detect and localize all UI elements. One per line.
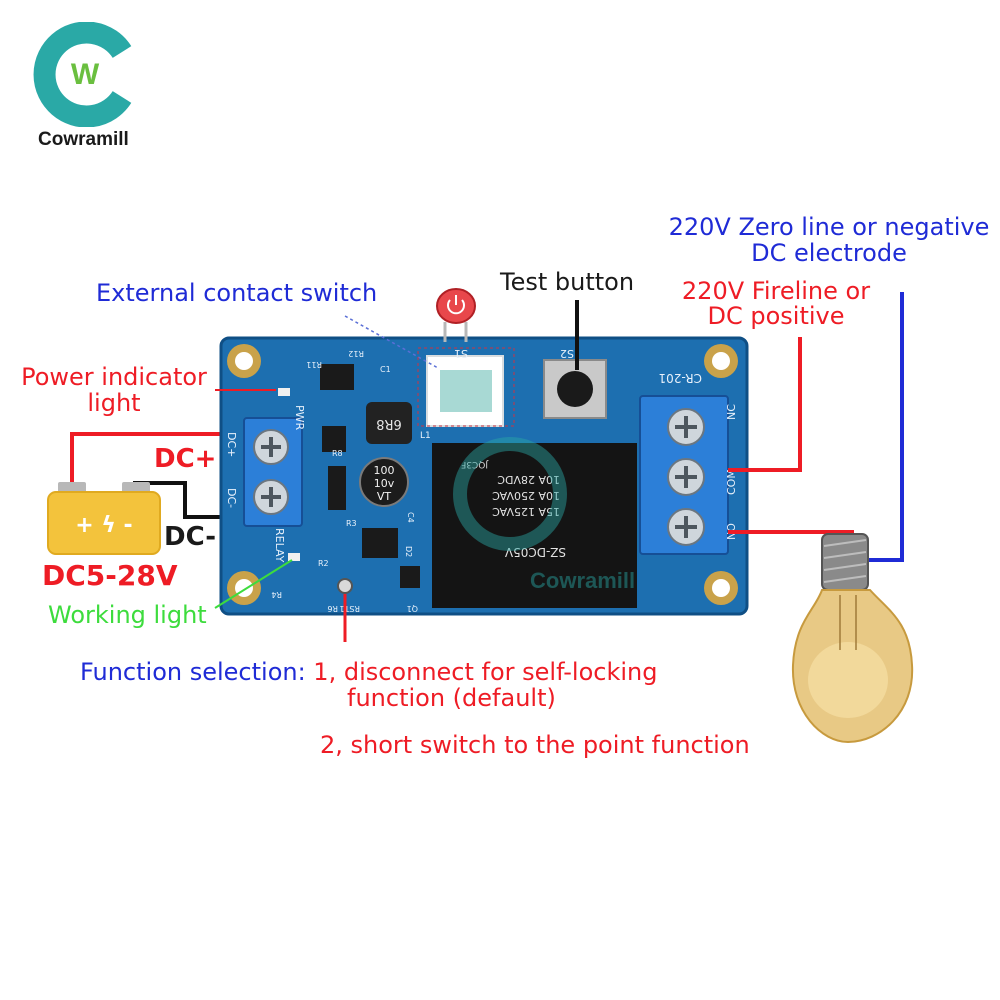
zero-line-wire [860,292,904,562]
function-selection-prefix: Function selection: [80,658,306,686]
svg-text:R4: R4 [271,590,282,599]
chip [320,364,354,390]
svg-text:10A 250VAC: 10A 250VAC [492,489,560,502]
svg-text:R6: R6 [327,604,338,613]
svg-text:R12: R12 [348,349,364,358]
inductor [366,402,412,444]
svg-text:L1: L1 [420,431,431,441]
power-indicator-label-line1: Power indicator [21,363,207,391]
chip [362,528,398,558]
watermark-logo [453,437,567,551]
fireline-wire [728,337,802,472]
zero-line-label-line2: DC electrode [751,239,907,267]
light-bulb [791,533,914,744]
svg-text:S1: S1 [454,347,468,360]
function-selection-option-1: 1, disconnect for self-locking [305,658,658,686]
zero-line-label-line1: 220V Zero line or negative [668,213,990,241]
svg-text:R8: R8 [332,449,343,458]
svg-text:D2: D2 [404,546,413,557]
svg-text:CR-201: CR-201 [659,371,702,385]
svg-text:R2: R2 [318,559,329,568]
power-indicator-label: Power indicator light [16,364,212,416]
relay [432,443,637,608]
svg-text:6R8: 6R8 [376,416,402,431]
fireline-label-line1: 220V Fireline or [681,277,871,305]
function-selection-text: Function selection: 1, disconnect for se… [80,658,657,686]
chip [322,426,346,452]
svg-text:S2: S2 [560,347,574,360]
svg-text:RELAY: RELAY [273,528,286,563]
working-light-label: Working light [48,601,207,629]
brand-logo: W [33,22,132,127]
svg-text:DC+: DC+ [225,432,238,457]
chip [328,466,346,510]
battery: + ϟ - [47,482,161,555]
svg-text:R11: R11 [306,360,322,369]
svg-text:100: 100 [374,464,395,477]
fireline-label-line2: DC positive [707,302,845,330]
capacitor [359,457,409,507]
svg-text:C4: C4 [406,512,415,523]
logo-letter: W [71,58,100,91]
zero-line-label: 220V Zero line or negative DC electrode [668,214,990,266]
svg-text:SZ-DC05V: SZ-DC05V [504,545,566,559]
svg-text:10v: 10v [374,477,395,490]
svg-text:15A 125VAC: 15A 125VAC [492,505,560,518]
watermark-text: Cowramill [530,568,635,593]
dc-plus-wire [70,432,225,488]
brand-name: Cowramill [38,129,129,150]
svg-text:COM: COM [725,469,738,495]
test-button-label: Test button [500,268,635,296]
dc-plus-label: DC+ [154,444,217,474]
external-contact-switch-label: External contact switch [96,279,378,307]
external-switch [436,288,476,342]
svg-text:DC-: DC- [225,488,238,508]
svg-text:VT: VT [377,490,392,503]
function-jumper [337,578,353,594]
svg-text:JQC3F: JQC3F [461,459,489,469]
svg-text:PWR: PWR [293,405,306,431]
svg-text:NC: NC [725,404,738,420]
power-led [278,388,290,396]
external-switch-highlight [417,347,515,427]
relay-led [288,553,300,561]
function-selection-label-line2: function (default) [347,684,556,712]
working-light-pointer [214,559,293,609]
svg-text:R3: R3 [346,519,357,528]
power-indicator-label-line2: light [87,389,141,417]
function-selection-label-line3: 2, short switch to the point function [320,731,750,759]
svg-text:10A 28VDC: 10A 28VDC [497,473,560,486]
svg-text:RST1: RST1 [339,604,360,613]
function-selection-label-line1: Function selection: 1, disconnect for se… [80,660,657,684]
dc-minus-label: DC- [164,522,217,552]
relay-module-board: CR-201 S1 S2 PWR RELAY DC+ DC- NC COM NO… [219,336,749,616]
voltage-range-label: DC5-28V [42,559,178,592]
battery-symbol: + ϟ - [75,513,132,538]
fireline-label: 220V Fireline or DC positive [676,279,876,329]
svg-text:Q1: Q1 [407,604,418,613]
svg-text:C1: C1 [380,365,391,374]
chip [400,566,420,588]
